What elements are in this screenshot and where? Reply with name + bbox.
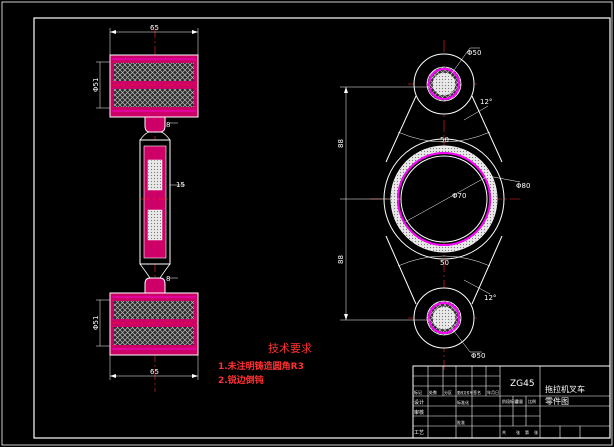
tech-req-item-1: 1.未注明铸造圆角R3 <box>218 360 304 372</box>
title-row-label-process: 工艺 <box>414 430 424 436</box>
title-sheet-total: 共 <box>502 429 506 435</box>
title-weight-label: 重量 <box>515 398 523 404</box>
title-block <box>412 365 611 439</box>
front-view <box>340 40 521 370</box>
front-lower-pitch-dim: 88 <box>337 255 345 264</box>
title-mid-label-standard: 标准化 <box>457 399 469 405</box>
top-neck <box>144 116 166 133</box>
side-top-diameter-dim: Φ51 <box>92 78 100 92</box>
side-top-width-dim: 65 <box>150 24 159 32</box>
title-block-name-line1: 拖拉机叉车 <box>545 384 585 394</box>
front-big-bore-dim: Φ70 <box>452 192 466 200</box>
title-header-label-1: 处数 <box>429 389 437 395</box>
title-row-label-design: 设计 <box>414 399 424 406</box>
title-block-name-line2: 零件图 <box>545 396 569 406</box>
front-lower-width-dim: 50 <box>440 259 449 267</box>
side-neck-dim-top: 8 <box>166 121 170 129</box>
side-web-thickness-dim: 15 <box>176 181 185 189</box>
title-header-label-2: 分区 <box>444 389 452 395</box>
title-header-label-3: 更改文件号 <box>457 390 473 395</box>
title-block-material: ZG45 <box>510 379 535 389</box>
top-hub-hatch-upper <box>114 63 194 81</box>
title-header-label-5: 年月日 <box>487 389 499 395</box>
front-upper-pitch-dim: 88 <box>337 139 345 148</box>
front-upper-arm-angle: 12° <box>480 98 492 106</box>
title-row-label-review: 审核 <box>414 409 424 416</box>
front-upper-width-dim: 50 <box>440 136 449 144</box>
front-top-boss-dim: Φ50 <box>467 49 481 57</box>
side-neck-dim-bottom: 8 <box>166 275 170 283</box>
bottom-hub-hatch-upper <box>114 301 194 319</box>
tech-req-item-2: 2.锐边倒钝 <box>218 374 264 386</box>
front-bottom-boss-dim: Φ50 <box>471 352 485 360</box>
drawing-inner-border <box>33 17 611 439</box>
front-big-bore-inner-dim: Φ80 <box>516 182 530 190</box>
big-bore-inner <box>400 155 488 243</box>
title-sheet-unit-1: 张 <box>516 429 520 435</box>
side-bottom-diameter-dim: Φ51 <box>92 316 100 330</box>
side-section-view <box>96 28 199 392</box>
top-hub-hatch-lower <box>114 89 194 107</box>
title-header-label-0: 标记 <box>414 389 422 395</box>
title-header-label-4: 签名 <box>473 389 481 395</box>
title-scale-label: 比例 <box>528 398 536 404</box>
title-stage-label: 阶段标记 <box>502 398 518 404</box>
tech-req-heading: 技术要求 <box>268 342 312 355</box>
bottom-hub-hatch-lower <box>114 327 194 345</box>
title-sheet-unit-2: 张 <box>534 429 538 435</box>
front-lower-arm-angle: 12° <box>484 294 496 302</box>
title-sheet-index: 第 <box>525 429 529 435</box>
side-bottom-width-dim: 65 <box>150 368 159 376</box>
front-body-outline <box>385 95 503 305</box>
bottom-neck <box>144 277 166 294</box>
title-mid-label-approve: 批准 <box>457 419 465 425</box>
